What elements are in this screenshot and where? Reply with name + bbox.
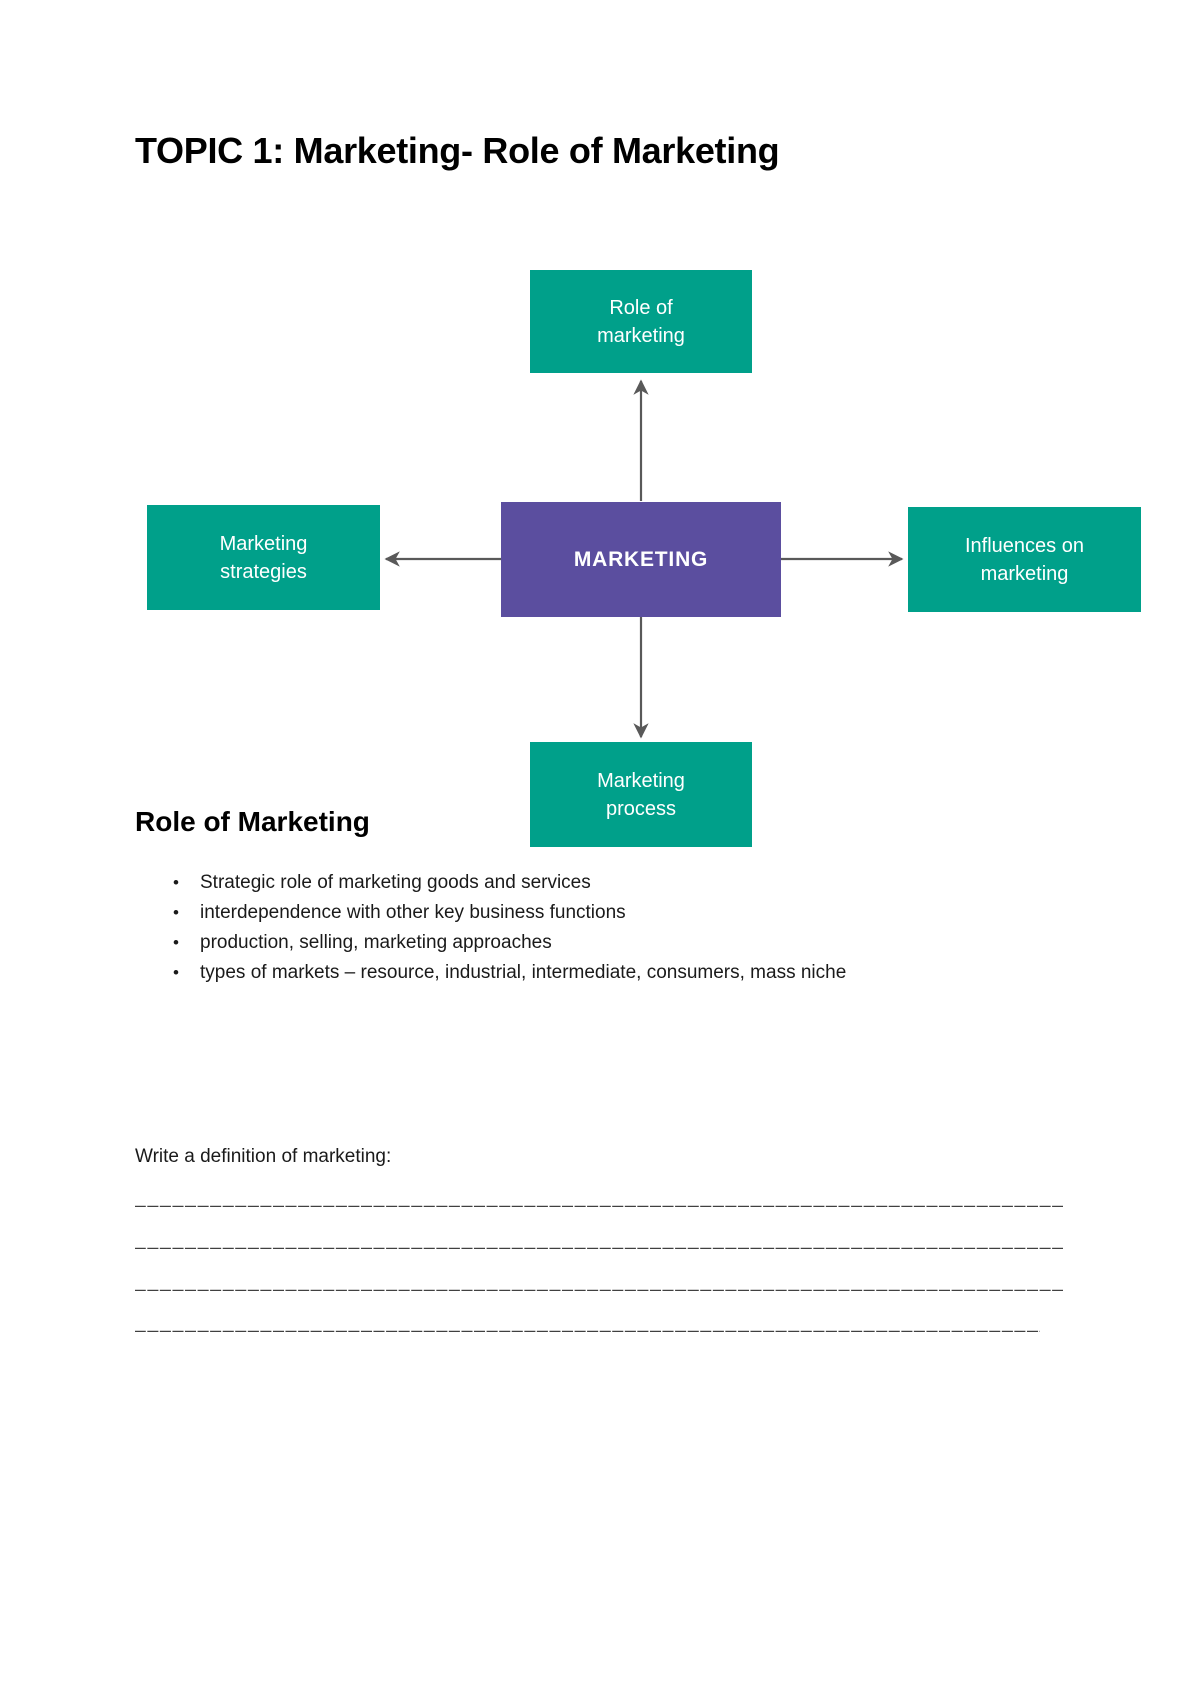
bullet-text: types of markets – resource, industrial,… bbox=[200, 962, 847, 983]
node-label: Marketing bbox=[219, 532, 308, 555]
fill-in-line: ________________________________________… bbox=[135, 1271, 1063, 1292]
bullet-text: Strategic role of marketing goods and se… bbox=[200, 872, 591, 893]
node-label: Marketing bbox=[597, 769, 685, 792]
list-item: production, selling, marketing approache… bbox=[135, 928, 1075, 958]
node-label: Role of bbox=[609, 296, 673, 319]
page-title: TOPIC 1: Marketing- Role of Marketing bbox=[135, 130, 780, 171]
list-item: interdependence with other key business … bbox=[135, 898, 1075, 928]
diagram-node-marketing-strategies: Marketing strategies bbox=[147, 505, 380, 610]
fill-in-line: ________________________________________… bbox=[135, 1229, 1063, 1250]
node-label: strategies bbox=[220, 560, 307, 583]
fill-in-line: ________________________________________… bbox=[135, 1187, 1063, 1208]
diagram-node-marketing-center: MARKETING bbox=[501, 502, 781, 617]
node-label: marketing bbox=[597, 324, 685, 347]
section-heading: Role of Marketing bbox=[135, 806, 370, 837]
node-label: marketing bbox=[980, 562, 1069, 585]
bullet-text: interdependence with other key business … bbox=[200, 902, 626, 923]
diagram-node-influences-on-marketing: Influences on marketing bbox=[908, 507, 1141, 612]
fill-in-line: ________________________________________… bbox=[135, 1312, 1040, 1333]
bullet-list: Strategic role of marketing goods and se… bbox=[135, 868, 1075, 988]
list-item: types of markets – resource, industrial,… bbox=[135, 958, 1075, 988]
node-label: process bbox=[605, 797, 677, 820]
node-label: MARKETING bbox=[573, 547, 709, 571]
diagram-arrows bbox=[384, 379, 904, 739]
list-item: Strategic role of marketing goods and se… bbox=[135, 868, 1075, 898]
diagram-node-role-of-marketing: Role of marketing bbox=[530, 270, 752, 373]
bullet-text: production, selling, marketing approache… bbox=[200, 932, 552, 953]
node-label: Influences on bbox=[965, 534, 1084, 557]
definition-prompt: Write a definition of marketing: bbox=[135, 1146, 392, 1167]
diagram-node-marketing-process: Marketing process bbox=[530, 742, 752, 847]
